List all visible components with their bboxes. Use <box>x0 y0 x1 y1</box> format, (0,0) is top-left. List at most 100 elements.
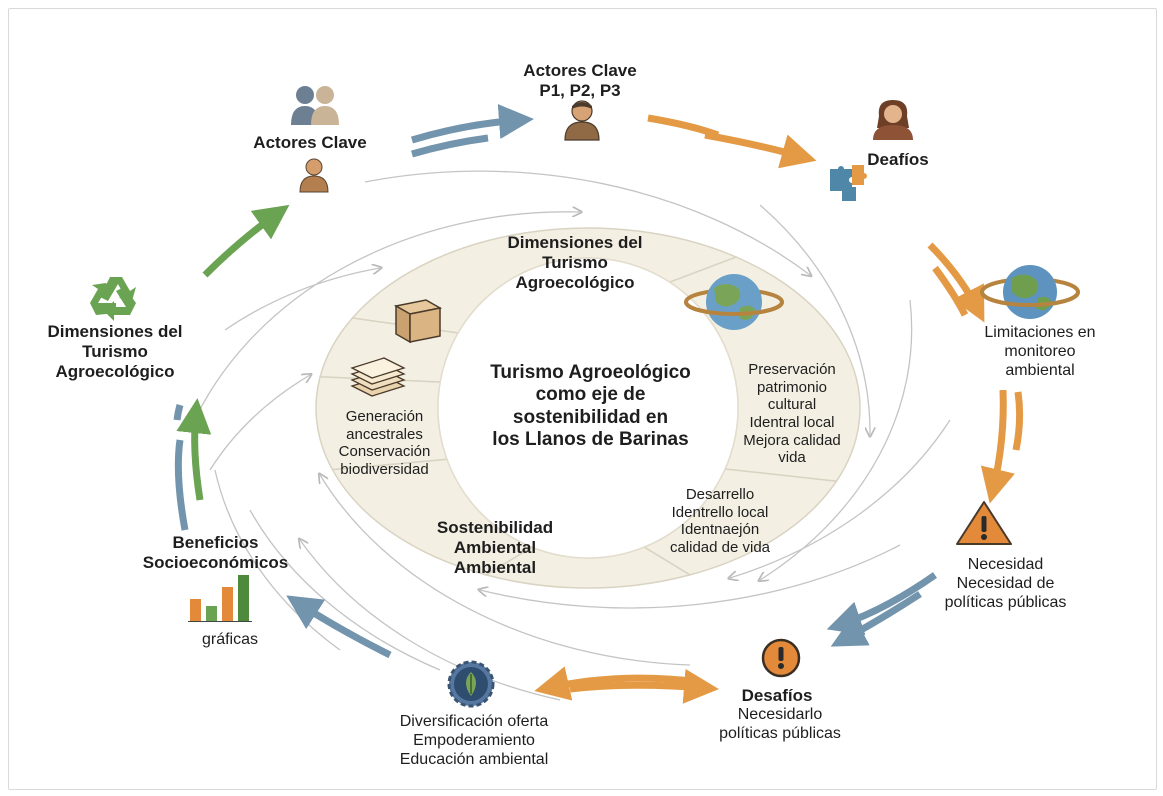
box-icon <box>393 299 443 344</box>
diagram-frame <box>8 8 1157 790</box>
ring-right-line: vida <box>778 449 806 467</box>
puzzle-pieces-icon <box>830 165 867 201</box>
woman-icon <box>873 100 913 140</box>
recycle-icon <box>90 277 136 321</box>
label-necesidad: Necesidad Necesidad de políticas pública… <box>918 556 1093 613</box>
blue-arrow-right-b <box>830 591 922 647</box>
outer-right-upper-line: ambiental <box>1005 361 1075 379</box>
ring-bottom-right-text: Desarrello Identrello local Identnaejón … <box>640 486 800 557</box>
ring-left-line: Conservación <box>338 443 431 461</box>
ring-bottom-title-line: Ambiental <box>453 538 537 558</box>
outer-left-lower-sub-line: gráficas <box>201 631 259 648</box>
ring-bottom-right-line: Desarrello <box>685 486 755 503</box>
orange-arrow-bottom <box>569 668 719 704</box>
ring-right-line: cultural <box>767 396 817 414</box>
outer-top-center-line: Actores Clave <box>523 61 637 80</box>
outer-right-lower-line: Necesidad <box>967 556 1044 573</box>
outer-bottom-center-line: Empoderamiento <box>413 731 535 749</box>
orange-arrow-right-a <box>927 242 985 323</box>
swirl-arrow <box>480 544 901 609</box>
outer-bottom-center-line: Educación ambiental <box>399 750 549 768</box>
label-deafios: Deafíos <box>858 150 938 170</box>
bar-chart-icon <box>188 575 252 622</box>
label-diversificacion: Diversificación oferta Empoderamiento Ed… <box>358 713 590 770</box>
blue-arrow-left-a <box>174 439 189 531</box>
label-actores-clave: Actores Clave <box>240 133 380 153</box>
orange-arrow-right-b <box>932 265 969 317</box>
ring-right-line: Identral local <box>749 414 835 432</box>
label-graficas: gráficas <box>180 631 280 650</box>
blue-arrow-left-b <box>173 404 184 421</box>
orange-arrow-right-d <box>1012 391 1024 451</box>
globe-icon <box>684 274 784 330</box>
green-arrow-left <box>176 398 212 501</box>
warning-triangle-icon <box>956 501 1012 545</box>
outer-left-upper-line: Turismo <box>82 342 148 362</box>
ring-bottom-right-line: Identrello local <box>671 503 769 521</box>
outer-right-lower-line: políticas públicas <box>944 593 1067 611</box>
ring-top-title: Dimensiones del Turismo Agroecológico <box>470 233 680 293</box>
center-title: Turismo Agroeológico como eje de sosteni… <box>458 362 723 452</box>
label-dimensiones-left: Dimensiones del Turismo Agroecológico <box>20 322 210 382</box>
orange-arrow-bottom-back <box>534 666 701 701</box>
outer-right-upper-line: monitoreo <box>1004 342 1076 360</box>
swirl-arrow <box>209 375 310 471</box>
outer-bottom-center-line: Diversificación oferta <box>399 713 549 730</box>
person-icon <box>299 158 329 193</box>
swirl-arrow <box>320 475 691 666</box>
label-desafios-sub: Necesidarlo políticas públicas <box>690 706 870 744</box>
outer-bottom-right-line: Necesidarlo <box>737 706 823 723</box>
outer-left-lower-line: Socioeconómicos <box>142 553 289 573</box>
ring-top-title-line: Agroecológico <box>515 273 635 293</box>
swirl-arrow <box>249 509 441 671</box>
outer-right-lower-line: Necesidad de <box>956 574 1055 592</box>
papers-stack-icon <box>350 357 406 397</box>
outer-bottom-right-line: políticas públicas <box>719 724 841 742</box>
ring-left-line: ancestrales <box>346 425 423 443</box>
ring-bottom-title-line: Sostenibilidad <box>436 518 554 537</box>
ring-top-title-line: Dimensiones del <box>507 233 643 252</box>
label-beneficios: Beneficios Socioeconómicos <box>108 533 323 573</box>
blue-arrow-top <box>410 104 534 144</box>
outer-right-upper-line: Limitaciones en <box>984 324 1096 341</box>
outer-left-upper-line: Agroecológico <box>55 362 175 382</box>
blue-arrow-top-track <box>411 134 489 158</box>
ring-bottom-title-line: Ambiental <box>453 558 537 578</box>
center-title-line: los Llanos de Barinas <box>492 429 689 451</box>
outer-top-center-line: P1, P2, P3 <box>539 81 621 101</box>
orange-arrow-right-c <box>980 389 1015 504</box>
swirl-arrow <box>730 419 951 578</box>
blue-arrow-bottom-left <box>286 595 392 659</box>
label-actores-clave-p: Actores Clave P1, P2, P3 <box>495 61 665 101</box>
ring-bottom-right-line: Identnaejón <box>680 521 760 539</box>
ring-bottom-title: Sostenibilidad Ambiental Ambiental <box>410 518 580 578</box>
alert-circle-icon <box>761 638 801 678</box>
gear-leaf-icon <box>447 660 495 708</box>
center-title-line: Turismo Agroeológico <box>490 362 691 383</box>
center-title-line: como eje de <box>535 384 646 406</box>
dimension-ring <box>315 227 861 589</box>
center-circle <box>437 257 739 559</box>
label-limitaciones: Limitaciones en monitoreo ambiental <box>965 324 1115 381</box>
outer-top-left-line: Actores Clave <box>253 133 367 152</box>
ring-right-line: Preservación <box>748 361 836 378</box>
ring-right-line: patrimonio <box>756 378 828 396</box>
green-arrow-top-left <box>202 204 290 278</box>
ring-top-title-line: Turismo <box>542 253 608 273</box>
outer-left-upper-line: Dimensiones del <box>47 322 183 341</box>
label-desafios: Desafíos <box>741 686 813 705</box>
swirl-arrow <box>189 212 580 431</box>
center-title-line: sostenibilidad en <box>512 406 669 428</box>
ring-right-text: Preservación patrimonio cultural Identra… <box>722 361 862 467</box>
outer-left-lower-line: Beneficios <box>172 533 259 552</box>
orange-arrow-top-b <box>704 131 817 169</box>
people-group-icon <box>291 86 339 125</box>
outer-top-right-line: Deafíos <box>867 150 929 169</box>
ring-right-line: Mejora calidad <box>743 431 841 449</box>
swirl-arrow <box>214 469 341 651</box>
planet-globe-icon <box>980 265 1080 319</box>
swirl-arrows <box>189 170 951 701</box>
ring-bottom-right-line: calidad de vida <box>669 539 771 557</box>
